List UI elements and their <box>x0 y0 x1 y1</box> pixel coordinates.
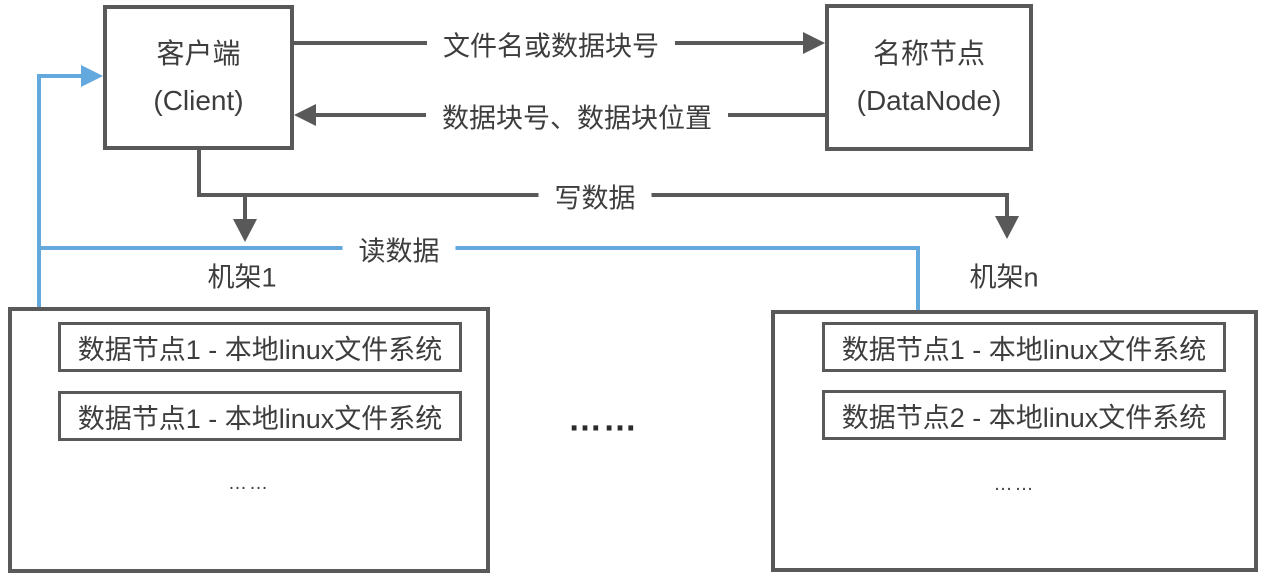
rackn-datanode-2: 数据节点2 - 本地linux文件系统 <box>822 390 1226 440</box>
rackn-label: 机架n <box>969 262 1039 293</box>
write-path-right-drop-line <box>1005 193 1009 217</box>
rack1-datanode-2: 数据节点1 - 本地linux文件系统 <box>58 391 462 441</box>
filename-arrowhead-icon <box>803 32 825 54</box>
read-path-horizontal-line <box>37 246 920 250</box>
read-path-to-client-line <box>37 74 83 78</box>
rack1-box: 数据节点1 - 本地linux文件系统 数据节点1 - 本地linux文件系统 … <box>8 307 490 573</box>
rack1-datanode-1: 数据节点1 - 本地linux文件系统 <box>58 322 462 372</box>
write-left-arrowhead-icon <box>233 219 257 242</box>
namenode-box: 名称节点 (DataNode) <box>825 4 1033 151</box>
read-arrowhead-icon <box>81 65 103 87</box>
rackn-ellipsis: …… <box>993 474 1036 495</box>
filename-arrow-label: 文件名或数据块号 <box>427 24 675 64</box>
namenode-title: 名称节点 <box>872 37 985 69</box>
read-data-label: 读数据 <box>342 229 456 269</box>
racks-middle-ellipsis: …… <box>568 400 638 439</box>
rack1-label: 机架1 <box>207 262 277 293</box>
rack1-ellipsis: …… <box>228 473 270 494</box>
client-title: 客户端 <box>156 37 241 69</box>
namenode-subtitle: (DataNode) <box>856 84 1002 116</box>
client-subtitle: (Client) <box>153 84 244 116</box>
rackn-box: 数据节点1 - 本地linux文件系统 数据节点2 - 本地linux文件系统 … <box>771 310 1258 572</box>
blockinfo-arrow-label: 数据块号、数据块位置 <box>426 96 728 136</box>
rackn-datanode-1: 数据节点1 - 本地linux文件系统 <box>822 322 1226 372</box>
read-path-right-vertical-line <box>916 246 920 312</box>
write-path-left-drop-line <box>243 193 247 220</box>
client-node-box: 客户端 (Client) <box>103 5 294 150</box>
read-path-left-vertical-line <box>37 74 41 309</box>
write-path-client-drop-line <box>197 148 201 197</box>
write-data-label: 写数据 <box>538 176 652 216</box>
blockinfo-arrowhead-icon <box>294 104 316 126</box>
write-right-arrowhead-icon <box>995 216 1019 239</box>
